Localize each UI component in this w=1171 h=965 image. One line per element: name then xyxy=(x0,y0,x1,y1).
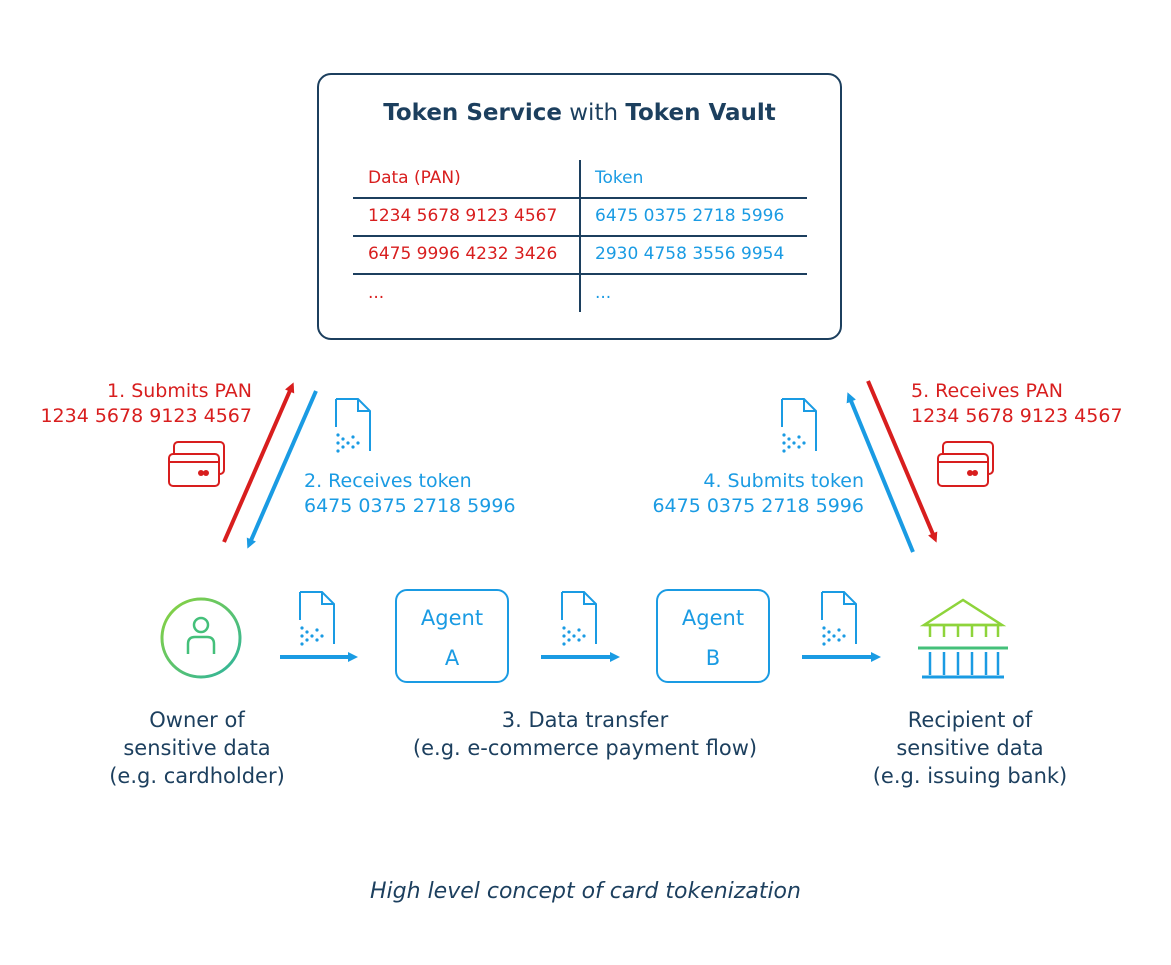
table-cell-pan: ... xyxy=(368,283,385,303)
arrow-icon xyxy=(866,380,938,543)
agent-a-box: Agent A xyxy=(395,589,509,683)
bank-icon xyxy=(918,598,1008,679)
table-cell-pan: 6475 9996 4232 3426 xyxy=(368,244,558,264)
token-document-icon xyxy=(821,591,857,646)
agent-b-letter: B xyxy=(705,646,721,670)
table-cell-token: 6475 0375 2718 5996 xyxy=(595,206,785,226)
token-document-icon xyxy=(335,398,371,453)
table-cell-token: ... xyxy=(595,283,612,303)
transfer-caption: 3. Data transfer(e.g. e-commerce payment… xyxy=(412,708,758,760)
token-document-icon xyxy=(299,591,335,646)
user-icon xyxy=(160,597,242,679)
col-header-token: Token xyxy=(595,168,644,188)
agent-b-box: Agent B xyxy=(656,589,770,683)
arrow-icon xyxy=(246,390,318,549)
card-icon xyxy=(937,441,994,487)
figure-caption: High level concept of card tokenization xyxy=(370,879,801,904)
arrow-icon xyxy=(222,382,295,543)
card-icon xyxy=(168,441,225,487)
table-rule xyxy=(353,197,807,199)
agent-a-word: Agent xyxy=(420,606,484,630)
token-document-icon xyxy=(561,591,597,646)
token-document-icon xyxy=(781,398,817,453)
table-cell-token: 2930 4758 3556 9954 xyxy=(595,244,785,264)
token-vault-box xyxy=(317,73,842,340)
table-cell-pan: 1234 5678 9123 4567 xyxy=(368,206,558,226)
table-rule xyxy=(353,273,807,275)
vault-title: Token Service with Token Vault xyxy=(383,100,776,126)
agent-a-letter: A xyxy=(444,646,460,670)
table-rule xyxy=(353,235,807,237)
agent-b-word: Agent xyxy=(681,606,745,630)
arrow-icon xyxy=(846,392,915,553)
col-header-data: Data (PAN) xyxy=(368,168,461,188)
